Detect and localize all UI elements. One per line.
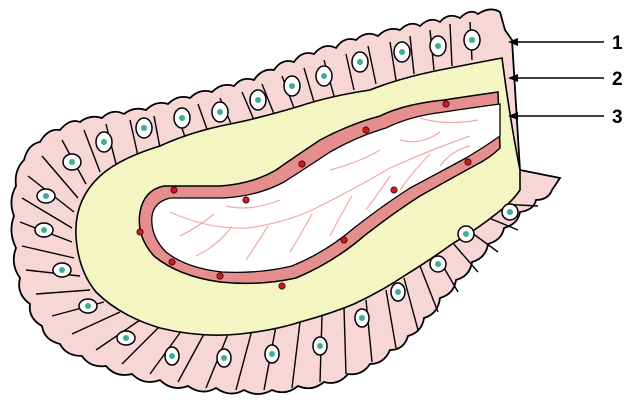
nucleus (352, 52, 368, 72)
nucleus (63, 154, 81, 170)
nucleus (316, 66, 332, 86)
nucleus (79, 299, 97, 313)
nucleus (35, 223, 53, 237)
nucleus (394, 42, 410, 62)
nucleus (430, 36, 446, 56)
label-2: 2 (612, 69, 623, 90)
nucleus (391, 283, 405, 301)
nucleus (464, 30, 480, 50)
label-3: 3 (612, 107, 623, 128)
nucleus (165, 347, 179, 365)
nucleus (430, 256, 446, 272)
nucleus (96, 132, 112, 152)
nucleus (174, 108, 190, 128)
nucleus (53, 263, 71, 277)
nucleus (458, 226, 474, 242)
nucleus (355, 309, 369, 327)
nucleus (117, 331, 135, 345)
nucleus (37, 189, 55, 203)
nucleus (265, 345, 279, 363)
nucleus (284, 76, 300, 96)
nucleus (250, 90, 266, 110)
nucleus (217, 349, 231, 367)
nucleus (212, 102, 228, 122)
nucleus (502, 204, 518, 220)
pointer-arrows (508, 38, 604, 120)
nucleus (313, 337, 327, 355)
label-1: 1 (612, 33, 623, 54)
nucleus (136, 118, 152, 138)
